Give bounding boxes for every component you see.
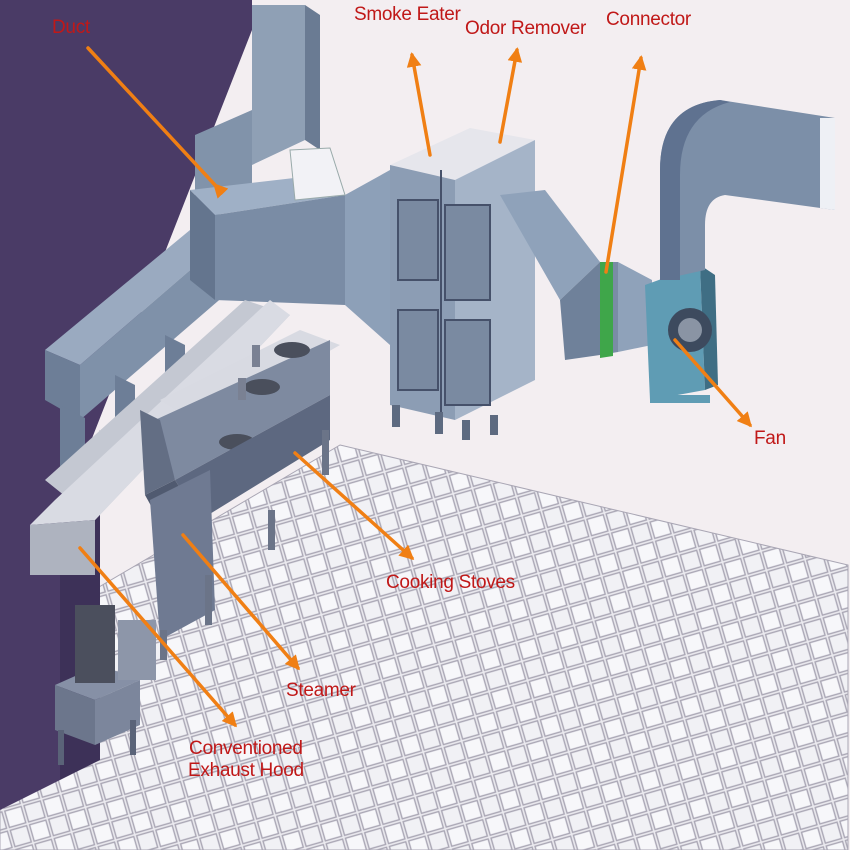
supply-duct	[190, 147, 390, 345]
exhaust-hood-label: Conventioned Exhaust Hood	[188, 738, 304, 782]
duct-label: Duct	[52, 17, 90, 38]
exhaust-hood	[30, 300, 290, 575]
steamer-arrow	[181, 533, 300, 671]
smoke-eater-arrow	[406, 52, 432, 157]
exhaust-hood-label-line2: Exhaust Hood	[188, 760, 304, 781]
exhaust-hood-arrow	[78, 546, 237, 728]
back-wall	[0, 0, 252, 810]
odor-remover-arrow	[498, 47, 523, 144]
exhaust-hood-label-line1: Conventioned	[189, 738, 303, 759]
fan-label: Fan	[754, 428, 786, 449]
odor-remover-door-top	[444, 204, 491, 301]
stove-burner-1	[274, 342, 310, 358]
fan-unit	[645, 265, 718, 403]
stove-burner-2	[244, 379, 280, 395]
odor-remover-door-bottom	[444, 319, 491, 406]
steamer-label: Steamer	[286, 680, 356, 701]
filter-cabinets	[390, 128, 535, 440]
cooking-line	[140, 330, 340, 660]
connector-label: Connector	[606, 9, 691, 30]
callout-arrows	[78, 46, 752, 728]
smoke-eater-door-top	[397, 199, 439, 281]
fan-arrow	[673, 338, 752, 428]
connector-arrow	[604, 55, 647, 274]
side-table	[55, 605, 156, 765]
duct-arrow	[86, 46, 229, 199]
smoke-eater-door-bottom	[397, 309, 439, 391]
odor-remover-label: Odor Remover	[465, 18, 586, 39]
smoke-eater-label: Smoke Eater	[354, 4, 461, 25]
exhaust-elbow	[660, 100, 835, 280]
cooking-stoves-arrow	[293, 451, 415, 560]
cooking-stoves-label: Cooking Stoves	[386, 572, 515, 593]
outlet-duct	[500, 190, 652, 360]
connector-band	[600, 262, 613, 358]
